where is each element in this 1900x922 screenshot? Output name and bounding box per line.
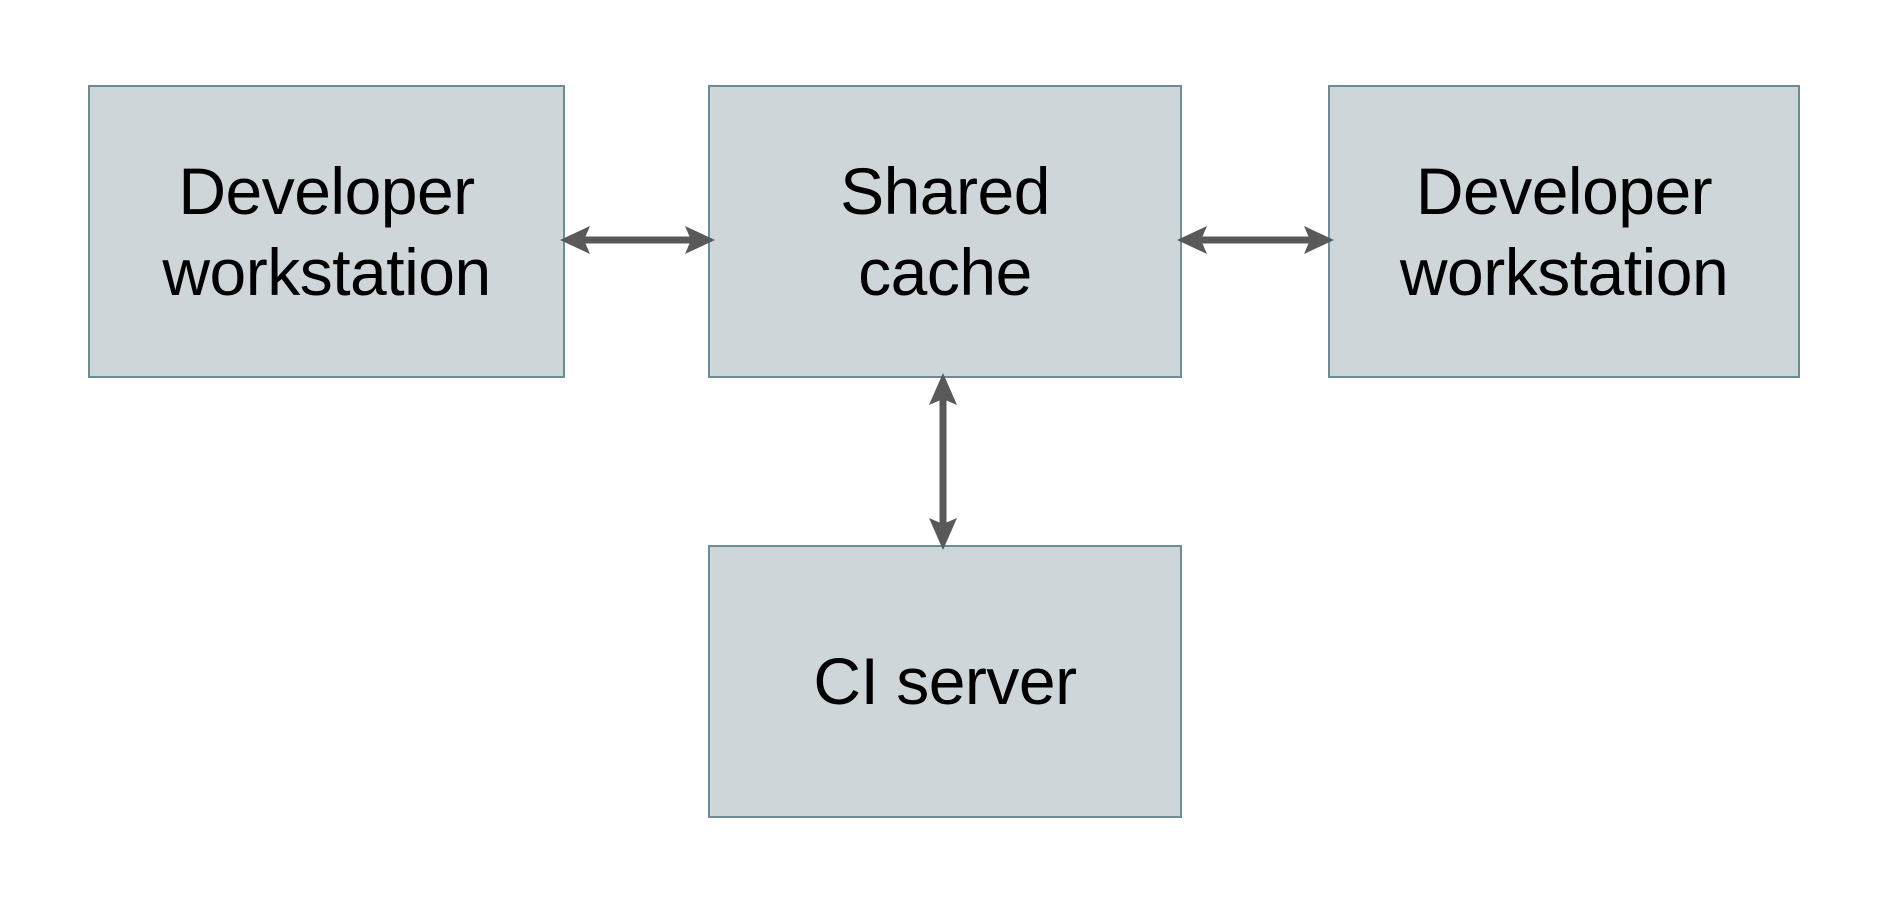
double-arrow-vertical-icon [929, 373, 957, 550]
node-ci-server[interactable]: CI server [708, 545, 1182, 818]
node-developer-workstation-right[interactable]: Developer workstation [1328, 85, 1800, 378]
edge-developer-left-to-shared-cache [560, 210, 715, 270]
edge-shared-cache-to-developer-right [1177, 210, 1334, 270]
edge-shared-cache-to-ci-server [913, 373, 973, 550]
double-arrow-horizontal-icon [560, 226, 715, 254]
node-developer-workstation-left[interactable]: Developer workstation [88, 85, 565, 378]
double-arrow-horizontal-icon [1177, 226, 1334, 254]
node-shared-cache[interactable]: Shared cache [708, 85, 1182, 378]
